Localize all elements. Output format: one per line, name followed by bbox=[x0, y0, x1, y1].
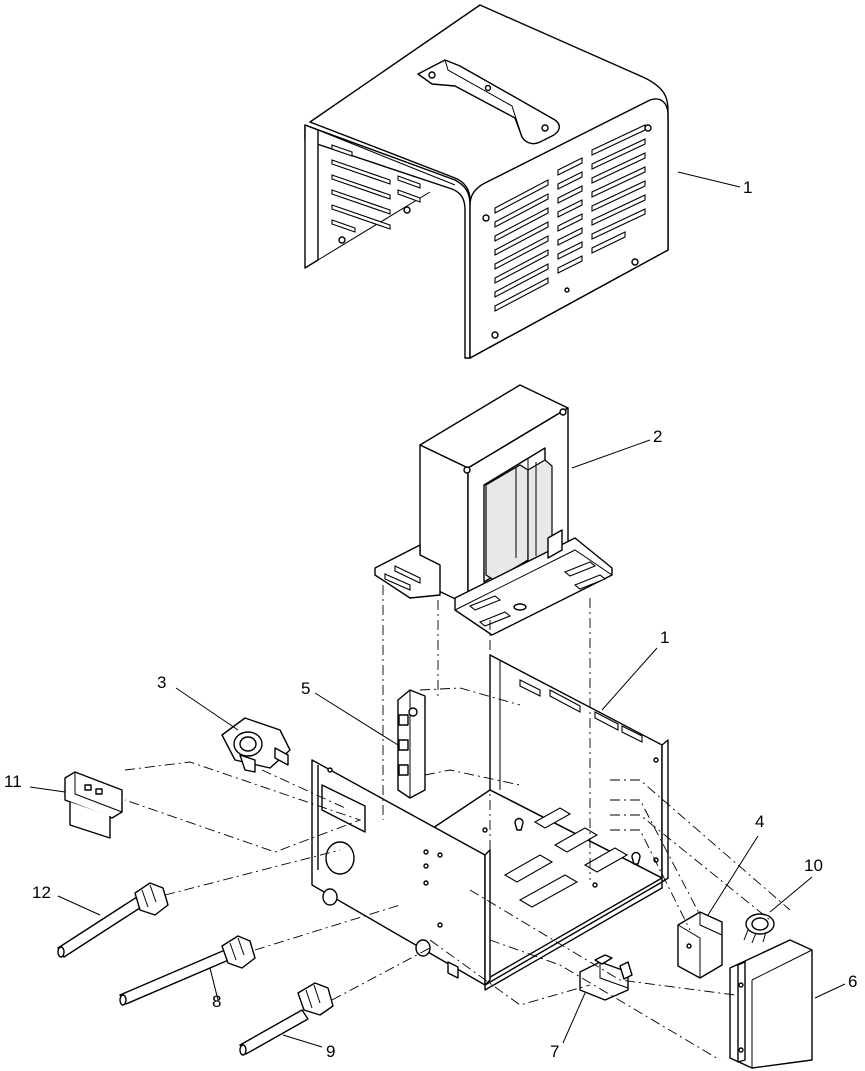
callout-11-ammeter: 11 bbox=[4, 772, 22, 791]
cover-housing bbox=[304, 4, 669, 359]
callout-6-end-panel: 6 bbox=[848, 972, 857, 991]
callout-1-base: 1 bbox=[660, 628, 669, 647]
cable-8 bbox=[119, 935, 256, 1006]
transformer bbox=[374, 384, 613, 636]
callout-12-cable: 12 bbox=[32, 883, 51, 902]
callout-9-cable: 9 bbox=[326, 1042, 335, 1061]
callout-10-thermal-switch: 10 bbox=[804, 856, 823, 875]
cover-left-vents bbox=[331, 144, 421, 233]
rocker-switch bbox=[579, 954, 633, 1001]
callout-1-cover: 1 bbox=[743, 178, 752, 197]
relay bbox=[677, 911, 723, 979]
callout-3-rotary-switch: 3 bbox=[157, 673, 166, 692]
callout-4-relay: 4 bbox=[755, 812, 764, 831]
callout-5-terminal-block: 5 bbox=[301, 679, 310, 698]
cable-12 bbox=[57, 882, 169, 958]
cover-handle bbox=[417, 59, 560, 145]
cable-9 bbox=[239, 982, 334, 1056]
leader-lines bbox=[29, 171, 846, 1048]
rotary-switch bbox=[221, 717, 291, 773]
ammeter bbox=[64, 771, 123, 839]
callout-2-transformer: 2 bbox=[653, 427, 662, 446]
thermal-switch bbox=[743, 913, 775, 944]
callout-7-rocker-switch: 7 bbox=[550, 1042, 559, 1061]
assembly-lines bbox=[124, 585, 791, 1061]
end-panel bbox=[729, 939, 813, 1069]
base-chassis bbox=[311, 654, 669, 991]
callout-8-cable: 8 bbox=[212, 992, 221, 1011]
terminal-block bbox=[397, 689, 426, 799]
cover-right-vents bbox=[494, 124, 646, 312]
